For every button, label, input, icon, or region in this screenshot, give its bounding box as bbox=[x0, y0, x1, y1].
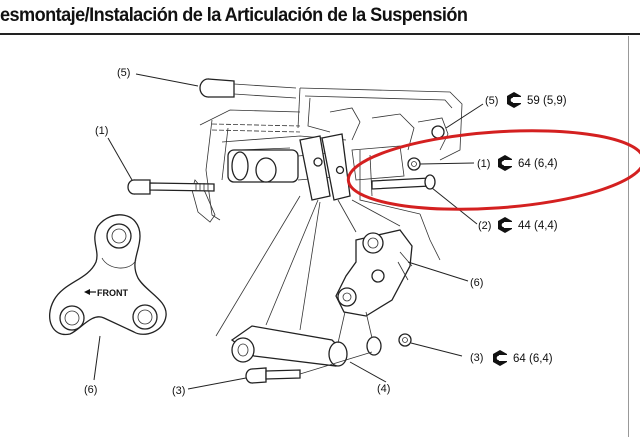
callout-bottom-3: (3) bbox=[172, 385, 185, 397]
right-bolt-2 bbox=[371, 174, 436, 190]
callout-left-1: (1) bbox=[95, 125, 108, 137]
torque-value-5: 59 (5,9) bbox=[527, 95, 567, 107]
torque-spec-1: 64 (6,4) bbox=[498, 155, 558, 171]
torque-spec-3: 64 (6,4) bbox=[493, 350, 553, 366]
torque-value-2: 44 (4,4) bbox=[518, 220, 558, 232]
page-title: esmontaje/Instalación de la Articulación… bbox=[0, 4, 468, 26]
upper-bolt-5 bbox=[199, 78, 297, 99]
link-plate-right bbox=[335, 229, 413, 317]
torque-nut-icon bbox=[507, 92, 522, 108]
nut-1 bbox=[407, 157, 421, 171]
callout-right-1: (1) bbox=[477, 158, 490, 170]
torque-value-1: 64 (6,4) bbox=[518, 158, 558, 170]
highlight-ellipse bbox=[346, 129, 640, 211]
link-rod bbox=[230, 325, 412, 367]
nut-5 bbox=[431, 125, 445, 139]
callout-right-6: (6) bbox=[470, 277, 483, 289]
torque-nut-icon bbox=[498, 155, 513, 171]
page-edge-rule bbox=[628, 36, 629, 437]
callout-leaders bbox=[93, 73, 484, 390]
title-rule bbox=[0, 33, 640, 35]
bottom-bolt-3 bbox=[245, 367, 301, 384]
torque-value-3: 64 (6,4) bbox=[513, 353, 553, 365]
torque-spec-2: 44 (4,4) bbox=[498, 217, 558, 233]
torque-spec-5: 59 (5,9) bbox=[507, 92, 567, 108]
torque-nut-icon bbox=[493, 350, 508, 366]
frame-sketch bbox=[191, 87, 463, 261]
callout-top-5: (5) bbox=[117, 67, 130, 79]
callout-right-5: (5) bbox=[485, 95, 498, 107]
front-label: FRONT bbox=[97, 288, 128, 298]
callout-bottom-6: (6) bbox=[84, 384, 97, 396]
callout-right-2: (2) bbox=[478, 220, 491, 232]
callout-labels: (5) (1) (5) (1) (2) (6) (6) (3) (4) (3) bbox=[84, 67, 498, 397]
callout-bottom-right-3: (3) bbox=[470, 352, 483, 364]
callout-bottom-4: (4) bbox=[377, 383, 390, 395]
link-plate-front-view: FRONT bbox=[49, 214, 167, 336]
front-arrow-icon bbox=[84, 289, 90, 295]
long-bolt-1 bbox=[127, 179, 215, 195]
torque-nut-icon bbox=[498, 217, 513, 233]
assembly-lines bbox=[215, 195, 401, 375]
